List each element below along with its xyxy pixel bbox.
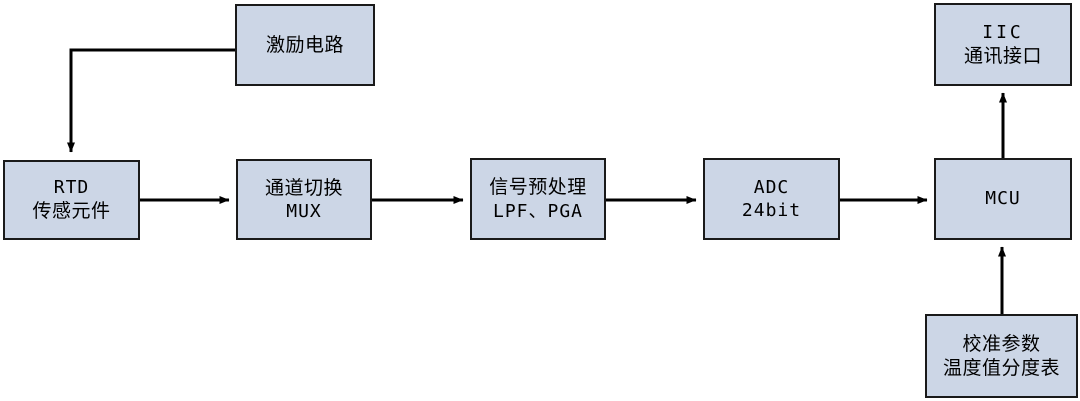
block-signal-preprocessing-label-2: LPF、PGA bbox=[492, 200, 584, 222]
connector-excitation-to-rtd bbox=[67, 48, 235, 153]
block-calibration-parameters-label-1: 校准参数 bbox=[962, 332, 1041, 355]
block-iic-interface-label-2: 通讯接口 bbox=[963, 44, 1042, 67]
block-adc[interactable]: ADC 24bit bbox=[703, 158, 840, 240]
block-rtd-sensor-label-2: 传感元件 bbox=[32, 200, 111, 223]
block-iic-interface[interactable]: IIC 通讯接口 bbox=[934, 3, 1072, 86]
block-signal-preprocessing[interactable]: 信号预处理 LPF、PGA bbox=[470, 158, 606, 240]
block-rtd-sensor-label-1: RTD bbox=[53, 177, 90, 199]
block-iic-interface-label-1: IIC bbox=[982, 21, 1024, 43]
block-rtd-sensor[interactable]: RTD 传感元件 bbox=[3, 160, 140, 240]
block-channel-mux-label-1: 通道切换 bbox=[264, 176, 343, 199]
block-adc-label-1: ADC bbox=[753, 176, 790, 198]
block-channel-mux[interactable]: 通道切换 MUX bbox=[236, 159, 372, 240]
block-calibration-parameters-label-2: 温度值分度表 bbox=[942, 357, 1060, 379]
block-channel-mux-label-2: MUX bbox=[286, 201, 322, 223]
block-mcu-label-1: MCU bbox=[985, 188, 1021, 210]
block-excitation-circuit-label-1: 激励电路 bbox=[265, 33, 344, 56]
block-mcu[interactable]: MCU bbox=[934, 158, 1072, 240]
block-calibration-parameters[interactable]: 校准参数 温度值分度表 bbox=[925, 314, 1078, 398]
block-signal-preprocessing-label-1: 信号预处理 bbox=[489, 176, 587, 199]
block-adc-label-2: 24bit bbox=[741, 200, 802, 221]
block-excitation-circuit[interactable]: 激励电路 bbox=[235, 4, 375, 86]
